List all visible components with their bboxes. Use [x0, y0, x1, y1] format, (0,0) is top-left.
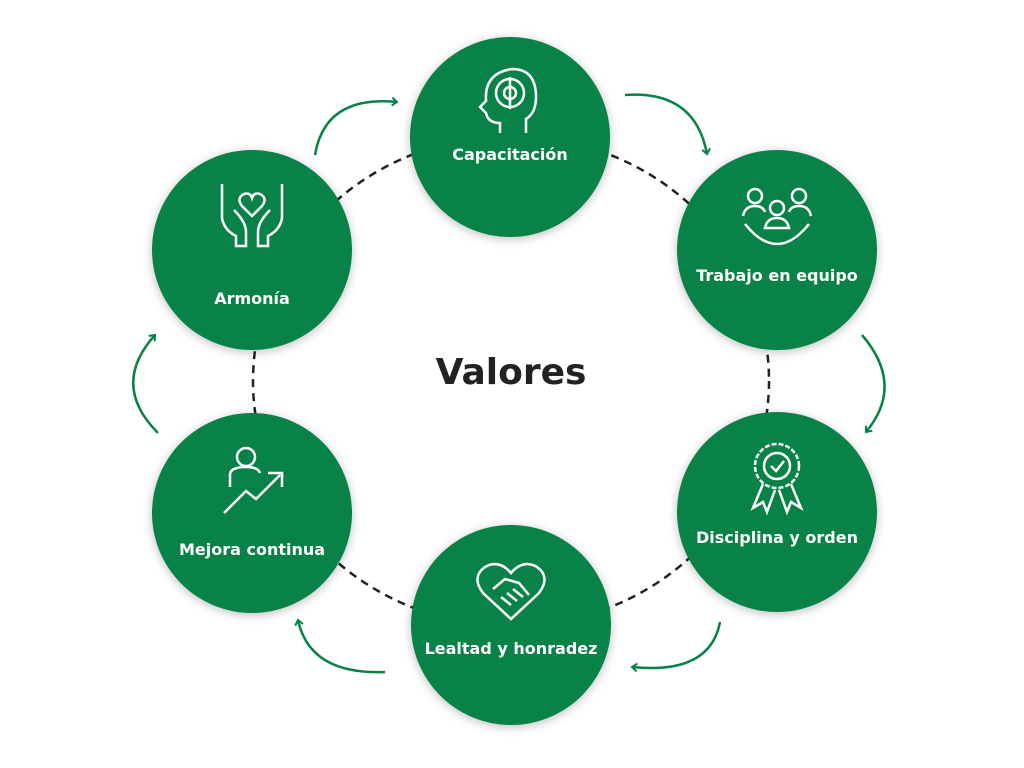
value-capacitacion: Capacitación — [410, 37, 610, 237]
value-label: Disciplina y orden — [695, 528, 858, 547]
hands-heart-icon — [220, 184, 284, 248]
value-armonia: Armonía — [152, 150, 352, 350]
award-badge-icon — [750, 442, 804, 516]
brain-gear-icon — [478, 67, 538, 133]
cycle-arrow — [624, 93, 711, 156]
value-label: Capacitación — [452, 145, 568, 164]
value-label: Armonía — [214, 289, 290, 308]
person-growth-icon — [223, 446, 284, 514]
value-trabajo-en-equipo: Trabajo en equipo — [677, 150, 877, 350]
cycle-arrow — [861, 334, 886, 434]
team-icon — [741, 187, 813, 246]
value-lealtad-y-honradez: Lealtad y honradez — [411, 525, 611, 725]
cycle-arrow — [630, 621, 722, 673]
value-label: Trabajo en equipo — [696, 266, 858, 285]
value-label: Mejora continua — [178, 540, 326, 559]
cycle-arrow — [132, 333, 159, 434]
value-mejora-continua: Mejora continua — [152, 413, 352, 613]
value-disciplina-y-orden: Disciplina y orden — [677, 412, 877, 612]
cycle-arrow — [313, 96, 399, 156]
value-label: Lealtad y honradez — [424, 639, 598, 658]
handshake-heart-icon — [476, 562, 546, 621]
cycle-arrow — [294, 618, 386, 674]
diagram-title: Valores — [435, 352, 587, 393]
